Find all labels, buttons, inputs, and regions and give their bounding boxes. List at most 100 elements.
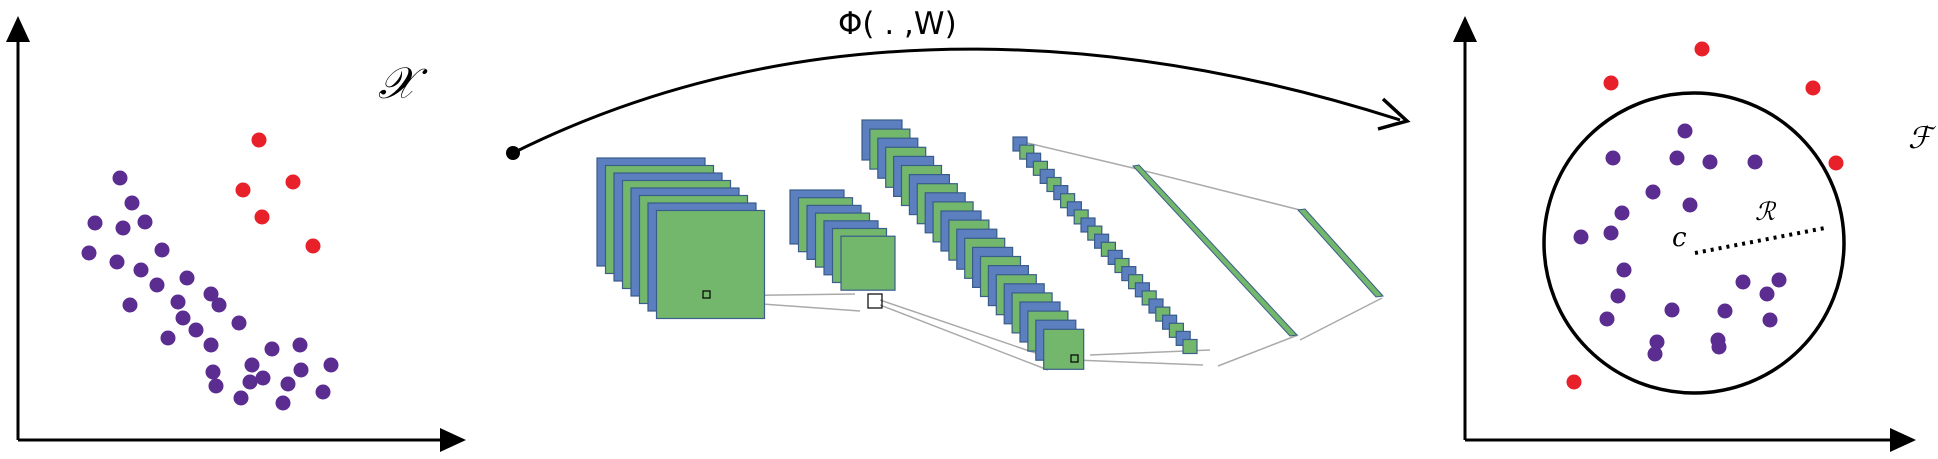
input-normal-point <box>124 195 140 211</box>
feature-normal-point <box>1647 346 1663 362</box>
input-normal-point <box>160 330 176 346</box>
feature-normal-point <box>1717 303 1733 319</box>
feature-normal-point <box>1735 274 1751 290</box>
feature-map <box>655 209 766 320</box>
feature-normal-point <box>1649 334 1665 350</box>
feature-normal-point <box>1616 262 1632 278</box>
connection-line <box>1217 334 1299 367</box>
feature-normal-point <box>1677 123 1693 139</box>
mapping-start-dot <box>506 146 520 160</box>
input-anomaly-points <box>235 132 321 254</box>
feature-normal-point <box>1603 225 1619 241</box>
input-space-panel: 𝒳 <box>6 16 466 452</box>
input-normal-point <box>233 390 249 406</box>
feature-normal-points <box>1573 123 1787 362</box>
input-normal-point <box>264 341 280 357</box>
feature-map <box>1182 338 1198 355</box>
feature-normal-point <box>1771 272 1787 288</box>
connection-line <box>1074 359 1204 366</box>
conv-layer-4 <box>1012 136 1198 355</box>
feature-normal-point <box>1711 339 1727 355</box>
input-normal-point <box>280 376 296 392</box>
feature-normal-point <box>1682 197 1698 213</box>
radius-label: ℛ <box>1755 197 1777 226</box>
input-normal-point <box>203 337 219 353</box>
input-anomaly-point <box>251 132 267 148</box>
input-normal-point <box>154 242 170 258</box>
input-anomaly-point <box>235 182 251 198</box>
feature-y-arrow-icon <box>1453 16 1477 42</box>
conv-layer-3 <box>861 119 1085 370</box>
feature-normal-point <box>1605 150 1621 166</box>
feature-anomaly-point <box>1566 374 1582 390</box>
receptive-field <box>702 290 711 299</box>
input-anomaly-point <box>305 238 321 254</box>
feature-x-arrow-icon <box>1890 428 1916 452</box>
input-normal-point <box>149 277 165 293</box>
mapping-arrow: Φ( . ,W) <box>506 6 1411 160</box>
input-normal-point <box>175 310 191 326</box>
receptive-field <box>1070 354 1079 363</box>
dense-layer-2 <box>1297 208 1384 298</box>
mapping-curve <box>512 47 1401 155</box>
input-normal-point <box>293 362 309 378</box>
input-normal-point <box>81 245 97 261</box>
input-normal-point <box>244 357 260 373</box>
input-normal-point <box>275 395 291 411</box>
feature-normal-point <box>1599 311 1615 327</box>
feature-space-label: ℱ <box>1908 121 1937 156</box>
connection-line <box>879 304 1049 371</box>
input-normal-point <box>323 357 339 373</box>
feature-normal-point <box>1573 229 1589 245</box>
feature-anomaly-point <box>1828 155 1844 171</box>
input-normal-point <box>231 315 247 331</box>
connection-line <box>1299 297 1383 341</box>
feature-normal-point <box>1645 184 1661 200</box>
feature-anomaly-point <box>1805 80 1821 96</box>
input-normal-point <box>112 170 128 186</box>
input-normal-point <box>292 337 308 353</box>
connection-line <box>879 299 1051 359</box>
feature-anomaly-point <box>1603 75 1619 91</box>
input-normal-point <box>179 270 195 286</box>
input-normal-point <box>133 262 149 278</box>
input-normal-point <box>137 214 153 230</box>
feature-space-panel: ℱ c ℛ <box>1453 16 1937 452</box>
input-normal-points <box>81 170 339 411</box>
mapping-label: Φ( . ,W) <box>838 6 957 42</box>
input-normal-point <box>203 286 219 302</box>
input-normal-point <box>115 220 131 236</box>
input-normal-point <box>211 297 227 313</box>
hypersphere <box>1542 91 1846 395</box>
input-normal-point <box>87 215 103 231</box>
input-normal-point <box>122 297 138 313</box>
input-x-arrow-icon <box>440 428 466 452</box>
feature-normal-point <box>1669 150 1685 166</box>
feature-normal-point <box>1759 286 1775 302</box>
input-y-arrow-icon <box>6 16 30 42</box>
input-space-label: 𝒳 <box>378 58 428 109</box>
feature-normal-point <box>1610 288 1626 304</box>
input-normal-point <box>315 384 331 400</box>
feature-normal-point <box>1702 154 1718 170</box>
receptive-field <box>867 293 883 309</box>
feature-normal-point <box>1664 302 1680 318</box>
feature-map <box>840 235 896 291</box>
input-normal-point <box>109 254 125 270</box>
feature-map <box>1043 328 1085 370</box>
dense-layer-1 <box>1132 164 1299 337</box>
feature-normal-point <box>1614 205 1630 221</box>
feature-anomaly-point <box>1694 41 1710 57</box>
feature-normal-point <box>1762 312 1778 328</box>
feature-anomaly-points <box>1566 41 1844 390</box>
input-normal-point <box>208 378 224 394</box>
feature-normal-point <box>1747 154 1763 170</box>
conv-layer-1 <box>596 157 766 320</box>
connection-line <box>1132 167 1301 211</box>
center-label: c <box>1672 223 1687 253</box>
input-normal-point <box>205 364 221 380</box>
input-anomaly-point <box>285 174 301 190</box>
radius-line <box>1694 226 1826 255</box>
input-anomaly-point <box>254 209 270 225</box>
